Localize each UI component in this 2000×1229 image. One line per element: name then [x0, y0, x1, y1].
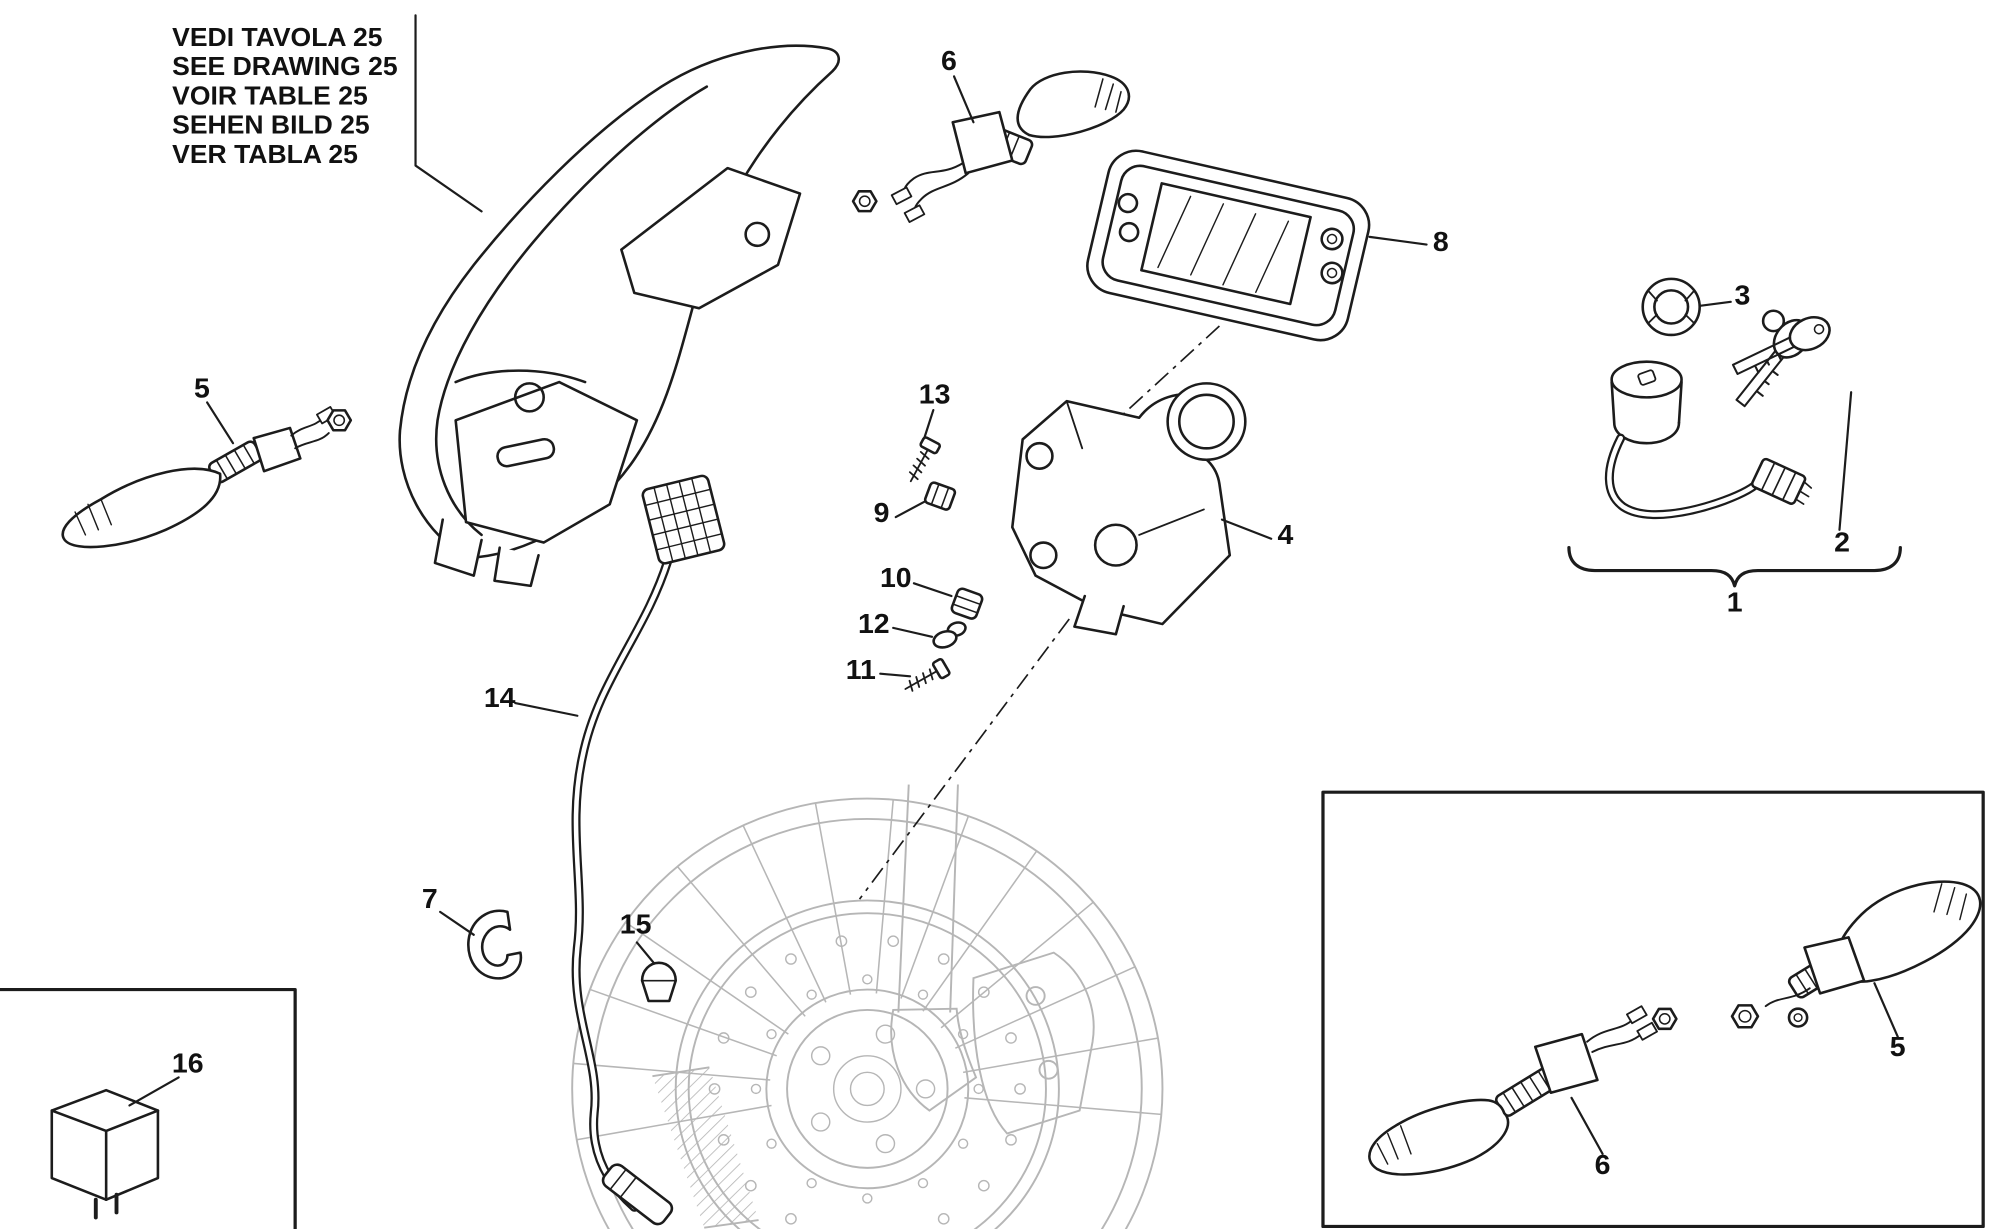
callout-7: 7 — [422, 882, 438, 914]
note-line-fr: VOIR TABLE 25 — [172, 81, 368, 111]
screw-11 — [904, 658, 951, 692]
leader-lines — [128, 14, 1899, 1155]
instrument-cluster — [1086, 149, 1371, 342]
turn-signal-6-inset — [1368, 1005, 1678, 1176]
front-wheel-ghost — [571, 784, 1164, 1229]
flasher-relay — [50, 1088, 160, 1220]
inset-box-bottom-right — [1321, 790, 1985, 1229]
note-line-de: SEHEN BILD 25 — [172, 110, 370, 140]
note-line-en: SEE DRAWING 25 — [172, 51, 398, 81]
ring-nut — [1641, 277, 1701, 337]
ignition-switch-assembly — [1567, 360, 1902, 588]
callout-3: 3 — [1734, 279, 1750, 311]
callout-14: 14 — [484, 681, 516, 713]
callout-5-inset: 5 — [1890, 1030, 1906, 1062]
callout-15: 15 — [620, 908, 652, 940]
callout-11: 11 — [846, 653, 876, 685]
instrument-bracket — [1011, 382, 1247, 636]
callout-6-top: 6 — [941, 44, 957, 76]
callout-9: 9 — [874, 496, 890, 528]
callout-13: 13 — [919, 378, 951, 410]
ignition-keys — [1731, 309, 1831, 408]
callout-16: 16 — [172, 1047, 204, 1079]
turn-signal-6-top — [851, 70, 1131, 223]
callout-5-left: 5 — [194, 372, 210, 404]
turn-signal-5-left — [61, 406, 353, 549]
cable-clip — [467, 909, 523, 980]
callout-12: 12 — [858, 607, 890, 639]
headlight-fairing-bracket — [398, 44, 840, 588]
spacer-9 — [923, 481, 957, 511]
grommet — [640, 961, 678, 1003]
brace-part-1 — [1567, 546, 1902, 588]
callout-1: 1 — [1727, 586, 1743, 618]
inset-box-bottom-left — [0, 987, 297, 1229]
reference-note: VEDI TAVOLA 25 SEE DRAWING 25 VOIR TABLE… — [172, 22, 398, 169]
note-line-it: VEDI TAVOLA 25 — [172, 22, 382, 52]
wiring-harness — [571, 474, 726, 1226]
callout-6-inset: 6 — [1595, 1148, 1611, 1180]
alignment-lines — [858, 325, 1220, 900]
note-line-es: VER TABLA 25 — [172, 139, 358, 169]
callout-10: 10 — [880, 561, 912, 593]
bushing-10 — [950, 587, 984, 620]
callout-4: 4 — [1278, 518, 1294, 550]
screw-13 — [908, 436, 942, 483]
callout-2: 2 — [1834, 526, 1850, 558]
turn-signal-5-inset — [1730, 880, 1982, 1029]
washer-12 — [932, 621, 967, 649]
callout-8: 8 — [1433, 225, 1449, 257]
